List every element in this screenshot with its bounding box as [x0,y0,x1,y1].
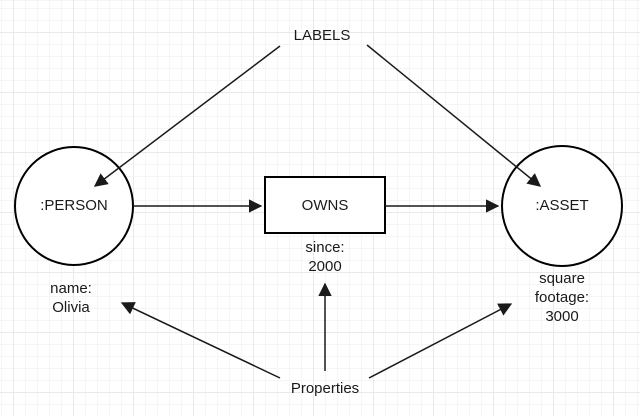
person-property-text: name: Olivia [50,280,92,316]
person-node-label: :PERSON [40,197,108,214]
properties-to-asset-property-arrow [368,303,513,379]
asset-node-label: :ASSET [535,197,589,214]
properties-annotation: Properties [290,380,360,397]
labels-to-asset-arrow [366,44,542,187]
owns-relationship-label: OWNS [301,197,349,214]
asset-property-text: square footage: 3000 [534,270,590,325]
properties-to-person-property-arrow [120,302,281,379]
labels-annotation: LABELS [293,27,351,44]
labels-to-person-arrow [93,45,281,187]
owns-property-text: since: 2000 [305,239,345,275]
owns-relationship-box [264,176,386,234]
